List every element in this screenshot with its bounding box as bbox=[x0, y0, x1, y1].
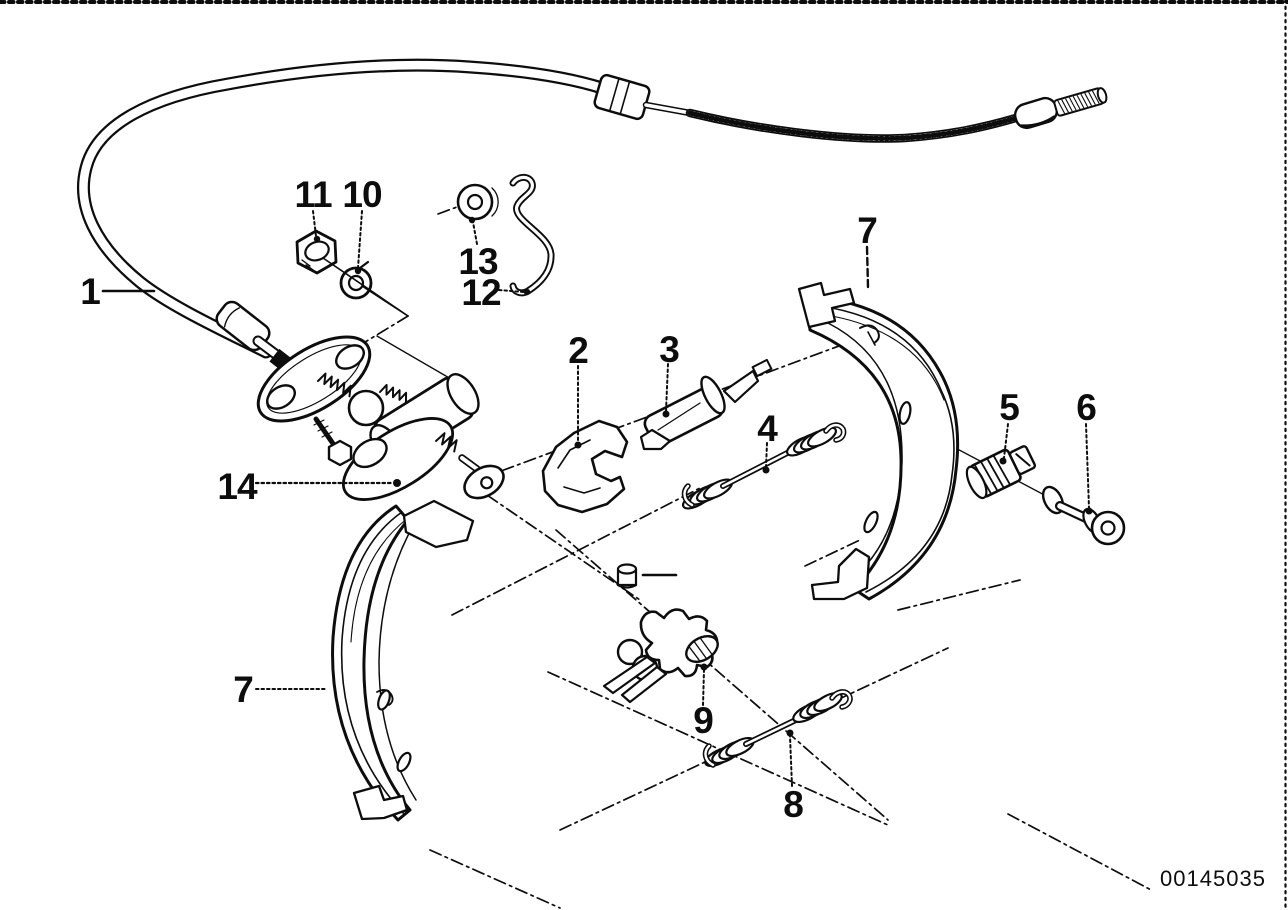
stud-spring bbox=[317, 372, 352, 398]
callout-2-holder: 2 bbox=[568, 330, 588, 371]
callout-7-left-shoe: 7 bbox=[233, 669, 253, 710]
brake-shoe-left bbox=[331, 499, 475, 822]
equalizer-assembly bbox=[256, 335, 505, 501]
callout-7-right-shoe: 7 bbox=[857, 210, 877, 251]
grommet bbox=[456, 183, 499, 221]
callout-10-washer: 10 bbox=[342, 174, 382, 215]
boot-dome bbox=[347, 389, 385, 427]
callout-9-star-wheel: 9 bbox=[693, 700, 713, 741]
cable-holder-bracket bbox=[541, 419, 629, 514]
callout-11-nut: 11 bbox=[294, 174, 332, 215]
lock-washer bbox=[339, 260, 373, 300]
diagram-code: 00145035 bbox=[1160, 866, 1266, 891]
return-spring-front bbox=[681, 422, 847, 510]
clevis-eye bbox=[463, 464, 505, 500]
shoe-expander bbox=[639, 358, 773, 451]
callout-12-hook-spring: 12 bbox=[461, 272, 501, 313]
dowel-pin bbox=[616, 563, 678, 589]
callout-5-adjuster: 5 bbox=[999, 387, 1019, 428]
hex-stud bbox=[313, 416, 353, 467]
parking-brake-cable bbox=[76, 58, 1108, 389]
callout-4-spring: 4 bbox=[757, 408, 778, 449]
adjusting-screw bbox=[965, 445, 1037, 500]
callout-1-cable: 1 bbox=[80, 271, 100, 312]
callout-13-grommet: 13 bbox=[458, 241, 498, 282]
callout-6-pin: 6 bbox=[1076, 387, 1096, 428]
leader-lines bbox=[101, 210, 1093, 787]
adjusting-star-wheel bbox=[602, 608, 719, 704]
cable-threaded-end bbox=[1053, 87, 1108, 117]
callout-14-equalizer: 14 bbox=[217, 466, 258, 507]
hex-nut bbox=[295, 229, 338, 275]
cable-adjuster-collar bbox=[593, 73, 651, 121]
return-spring-rear bbox=[702, 689, 853, 768]
callout-3-expander: 3 bbox=[659, 329, 679, 370]
callout-labels: 1 11 10 13 12 2 3 7 4 5 6 14 7 9 8 bbox=[80, 174, 1097, 825]
braided-cable-texture bbox=[687, 110, 1019, 141]
s-hook-spring bbox=[509, 173, 555, 297]
callout-8-spring: 8 bbox=[783, 784, 803, 825]
retaining-pin bbox=[1041, 485, 1126, 546]
cable-nipple bbox=[1013, 96, 1059, 130]
brake-shoe-right bbox=[797, 281, 960, 601]
